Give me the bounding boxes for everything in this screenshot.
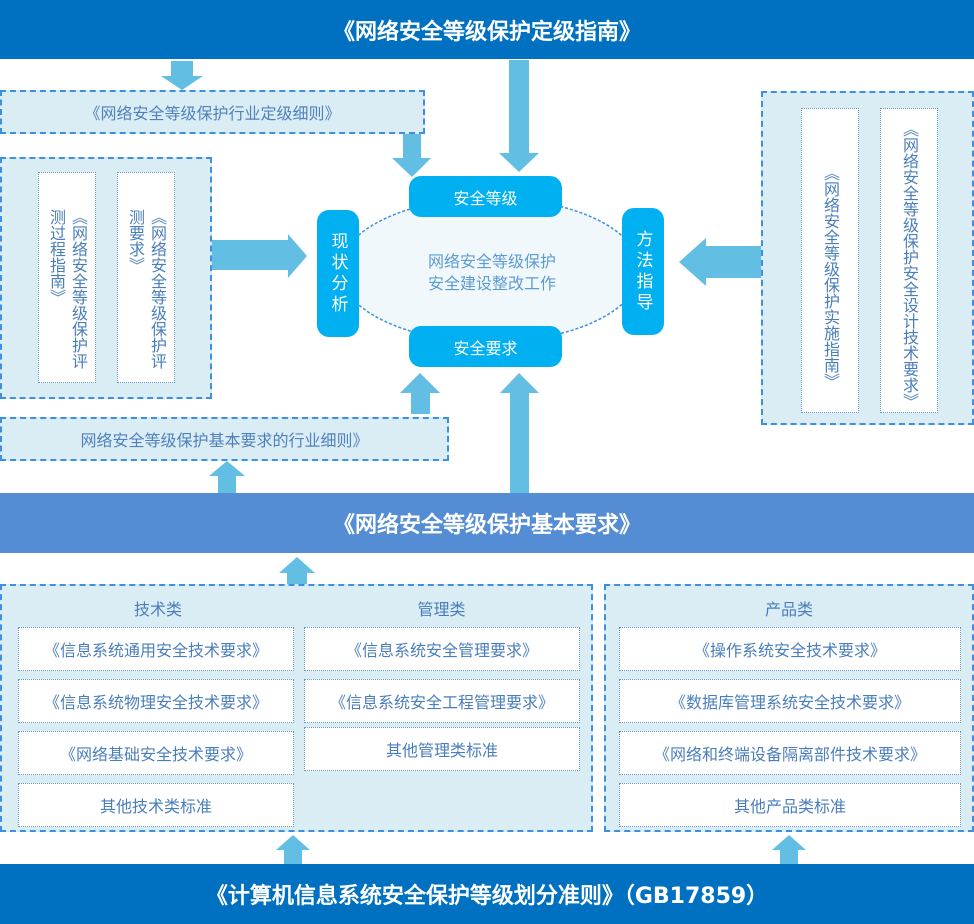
tech-standard-item: 《信息系统物理安全技术要求》 (18, 679, 294, 723)
mgmt-standard-label: 《信息系统安全工程管理要求》 (329, 693, 554, 712)
top-banner: 《网络安全等级保护定级指南》 (0, 0, 974, 59)
status-analysis-label: 现状分析 (327, 231, 348, 316)
center-title-line1: 网络安全等级保护 (427, 252, 556, 271)
industry-grading-rules-box: 《网络安全等级保护行业定级细则》 (0, 90, 425, 134)
arrow-left-icon (679, 238, 762, 286)
right-panel-item: 《网络安全等级保护安全设计技术要求》 (880, 108, 938, 413)
left-panel: 《网络安全等级保护评测过程指南》 《网络安全等级保护评测要求》 (0, 157, 212, 399)
product-standard-item: 其他产品类标准 (619, 783, 961, 827)
left-panel-item-label: 《网络安全等级保护评测要求》 (126, 209, 167, 369)
mgmt-standard-item: 其他管理类标准 (304, 727, 580, 771)
product-standard-label: 其他产品类标准 (733, 797, 846, 816)
product-standard-item: 《数据库管理系统安全技术要求》 (619, 679, 961, 723)
right-panel-item-label: 《网络安全等级保护安全设计技术要求》 (900, 120, 919, 409)
center-title-line2: 安全建设整改工作 (427, 274, 556, 293)
right-panel-item-label: 《网络安全等级保护实施指南》 (821, 164, 840, 389)
center-title: 网络安全等级保护 安全建设整改工作 (392, 251, 592, 295)
mgmt-standard-label: 《信息系统安全管理要求》 (345, 641, 538, 660)
arrow-up-icon (772, 835, 806, 864)
method-guidance-pill: 方法指导 (622, 208, 664, 335)
mgmt-standard-label: 其他管理类标准 (385, 741, 498, 760)
right-panel: 《网络安全等级保护实施指南》 《网络安全等级保护安全设计技术要求》 (761, 91, 974, 425)
product-standard-item: 《操作系统安全技术要求》 (619, 627, 961, 671)
product-standard-item: 《网络和终端设备隔离部件技术要求》 (619, 731, 961, 775)
arrow-down-icon (499, 60, 539, 172)
product-panel: 产品类 《操作系统安全技术要求》 《数据库管理系统安全技术要求》 《网络和终端设… (604, 584, 974, 832)
left-panel-item: 《网络安全等级保护评测要求》 (117, 172, 175, 383)
tech-standard-label: 《信息系统物理安全技术要求》 (43, 693, 268, 712)
tech-standard-label: 《网络基础安全技术要求》 (59, 745, 252, 764)
method-guidance-label: 方法指导 (632, 229, 653, 314)
tech-category-title: 技术类 (133, 600, 182, 619)
product-category-title: 产品类 (764, 600, 813, 619)
bottom-banner-title: 《计算机信息系统安全保护等级划分准则》（GB17859） (205, 884, 769, 909)
industry-basic-rules-label: 网络安全等级保护基本要求的行业细则》 (80, 431, 369, 450)
status-analysis-pill: 现状分析 (317, 210, 359, 337)
security-requirement-label: 安全要求 (453, 338, 518, 358)
left-panel-item: 《网络安全等级保护评测过程指南》 (38, 172, 96, 383)
tech-standard-label: 其他技术类标准 (99, 797, 212, 816)
middle-banner-title: 《网络安全等级保护基本要求》 (332, 513, 641, 538)
tech-standard-item: 其他技术类标准 (18, 783, 294, 827)
tech-standard-item: 《网络基础安全技术要求》 (18, 731, 294, 775)
product-standard-label: 《网络和终端设备隔离部件技术要求》 (653, 745, 926, 764)
arrow-up-icon (500, 373, 539, 493)
arrow-up-icon (400, 373, 440, 414)
security-level-pill: 安全等级 (409, 176, 562, 217)
mgmt-standard-item: 《信息系统安全管理要求》 (304, 627, 580, 671)
security-requirement-pill: 安全要求 (409, 326, 562, 367)
middle-banner: 《网络安全等级保护基本要求》 (0, 493, 974, 553)
industry-basic-rules-box: 网络安全等级保护基本要求的行业细则》 (0, 417, 449, 461)
security-level-label: 安全等级 (453, 188, 518, 208)
bottom-banner: 《计算机信息系统安全保护等级划分准则》（GB17859） (0, 864, 974, 924)
tech-standard-label: 《信息系统通用安全技术要求》 (43, 641, 268, 660)
arrow-right-icon (211, 234, 307, 278)
arrow-up-icon (276, 835, 310, 864)
left-panel-item-label: 《网络安全等级保护评测过程指南》 (47, 209, 88, 369)
tech-mgmt-panel: 技术类 管理类 《信息系统通用安全技术要求》 《信息系统物理安全技术要求》 《网… (0, 584, 593, 832)
tech-standard-item: 《信息系统通用安全技术要求》 (18, 627, 294, 671)
product-standard-label: 《操作系统安全技术要求》 (693, 641, 886, 660)
product-standard-label: 《数据库管理系统安全技术要求》 (669, 693, 910, 712)
mgmt-standard-item: 《信息系统安全工程管理要求》 (304, 679, 580, 723)
industry-grading-rules-label: 《网络安全等级保护行业定级细则》 (84, 104, 341, 123)
mgmt-category-title: 管理类 (417, 600, 466, 619)
arrow-up-icon (209, 461, 245, 493)
arrow-up-icon (279, 557, 315, 584)
top-banner-title: 《网络安全等级保护定级指南》 (332, 19, 641, 45)
right-panel-item: 《网络安全等级保护实施指南》 (801, 108, 859, 413)
arrow-down-icon (392, 134, 431, 177)
arrow-down-icon (161, 61, 203, 90)
